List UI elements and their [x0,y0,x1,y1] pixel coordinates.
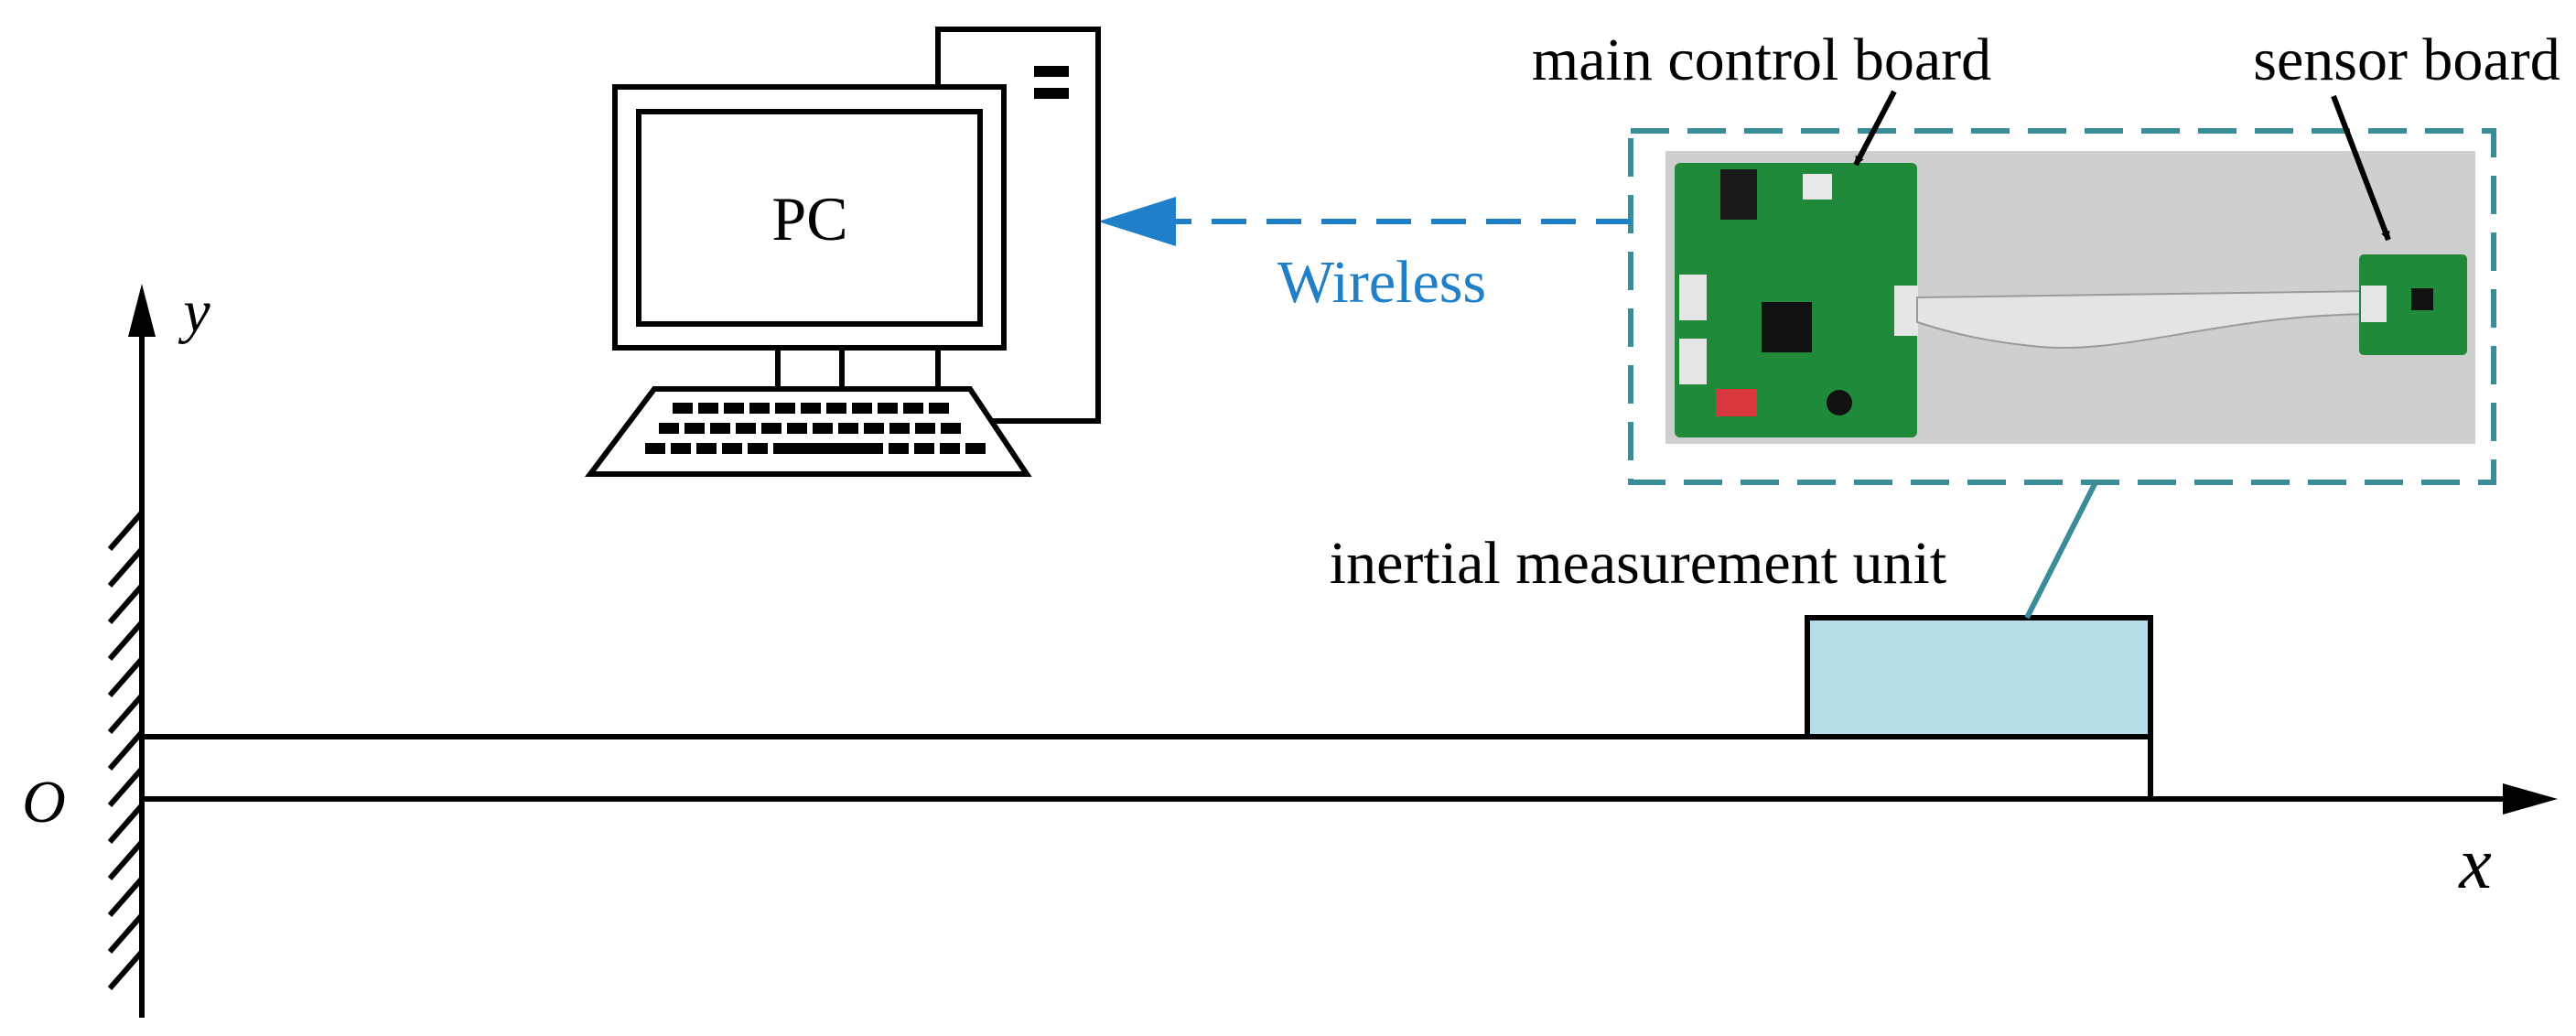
pc-tower-slot-bottom [1034,88,1069,99]
board-photo-frame [1628,128,2496,485]
wireless-label: Wireless [1277,249,1486,316]
imu-callout-line [2024,480,2098,620]
imu-sensor-chip [2411,288,2433,310]
wireless-link-arrowhead [1098,197,1176,246]
power-switch [1716,389,1757,416]
imu-label: inertial measurement unit [1330,530,1946,597]
ffc-connector-main [1894,286,1918,336]
mcu-chip [1762,302,1812,352]
pc-tower-slot-top [1034,66,1069,77]
main-control-board-pointer [1853,90,1897,167]
main-control-board-label: main control board [1532,27,1991,93]
y-axis-label: y [178,278,210,345]
board-photo [1665,151,2475,444]
imu-block [1805,615,2153,739]
pc-computer [584,27,1101,477]
ffc-connector-sensor [2361,286,2387,322]
sensor-board-label: sensor board [2253,27,2560,93]
wall-hatching [107,511,145,990]
x-axis-arrowhead [2503,783,2558,815]
connector-bottom [1679,339,1707,384]
connector-top [1679,275,1707,320]
pc-monitor-screen [636,109,983,327]
y-axis-arrowhead [128,284,156,337]
keyboard-keys [645,403,986,454]
fixed-wall [107,284,156,1018]
ffc-ribbon-cable [1916,289,2371,349]
pc-monitor-stand [775,345,845,392]
main-control-board-pcb [1675,163,1917,437]
battery-connector [1803,174,1832,200]
push-button [1827,390,1852,415]
origin-label: O [22,769,66,836]
usb-connector [1720,169,1757,220]
cantilever-beam [139,734,2153,802]
pc-label: PC [771,184,847,254]
pc-keyboard [584,386,1032,477]
x-axis-label: x [2458,824,2492,904]
sensor-board-pointer [2331,94,2391,242]
